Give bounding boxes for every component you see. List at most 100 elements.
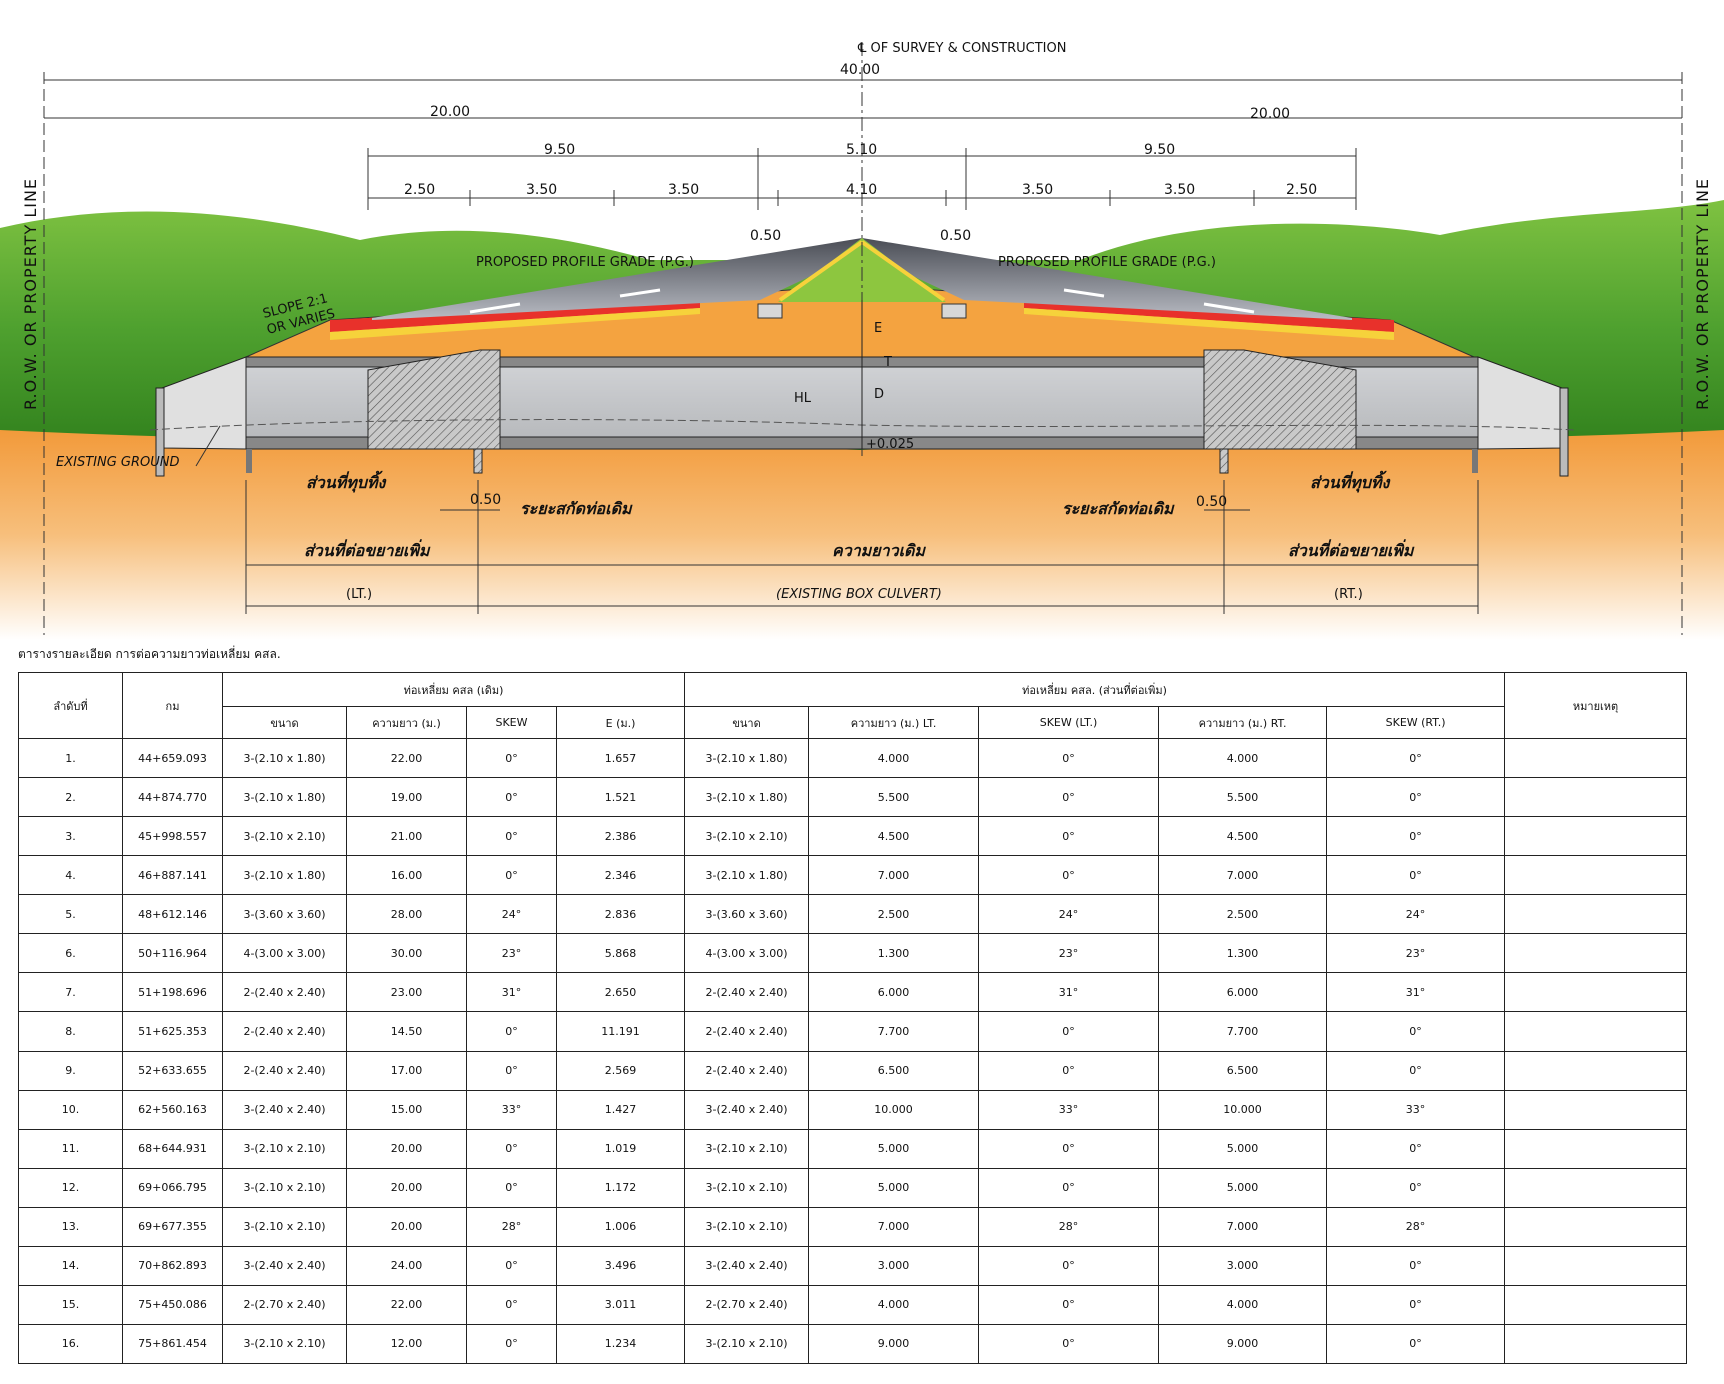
cell-e: 1.521 <box>555 777 686 818</box>
cell-e: 3.011 <box>555 1284 686 1325</box>
cell-skew-lt: 0° <box>978 855 1160 896</box>
cell-length: 21.00 <box>346 816 467 857</box>
cell-skew-lt: 0° <box>978 737 1160 779</box>
cell-km: 52+633.655 <box>122 1050 223 1091</box>
cell-no: 12. <box>18 1167 123 1208</box>
cell-no: 11. <box>18 1128 123 1169</box>
cell-length: 28.00 <box>346 894 467 935</box>
cell-size-ext: 3-(2.10 x 2.10) <box>684 816 810 857</box>
dim-2-50-right: 2.50 <box>1286 182 1317 198</box>
existing-box-culvert-label: (EXISTING BOX CULVERT) <box>776 587 942 602</box>
cell-skew-rt: 0° <box>1326 737 1506 779</box>
cell-length-lt: 7.000 <box>808 1206 980 1247</box>
cell-km: 62+560.163 <box>122 1089 223 1130</box>
cell-length-rt: 9.000 <box>1158 1323 1328 1365</box>
cell-size-ext: 2-(2.70 x 2.40) <box>684 1284 810 1325</box>
existing-ground-label: EXISTING GROUND <box>56 455 180 470</box>
cell-skew: 0° <box>466 777 557 818</box>
cell-skew: 0° <box>466 1011 557 1052</box>
cell-length-rt: 3.000 <box>1158 1245 1328 1286</box>
cell-size-ext: 3-(2.10 x 2.10) <box>684 1167 810 1208</box>
cell-length-lt: 4.000 <box>808 1284 980 1325</box>
cell-skew-rt: 0° <box>1326 1128 1506 1169</box>
cell-skew-lt: 31° <box>978 972 1160 1013</box>
profile-grade-left: PROPOSED PROFILE GRADE (P.G.) <box>476 255 694 270</box>
cell-length-lt: 6.500 <box>808 1050 980 1091</box>
lt-label: (LT.) <box>346 587 372 602</box>
col-header-no: ลำดับที่ <box>18 672 123 739</box>
cell-length-lt: 7.000 <box>808 855 980 896</box>
col-header-skew-lt: SKEW (LT.) <box>978 706 1160 739</box>
cell-km: 44+874.770 <box>122 777 223 818</box>
cell-no: 7. <box>18 972 123 1013</box>
cell-size-ext: 2-(2.40 x 2.40) <box>684 1011 810 1052</box>
cell-length-rt: 4.000 <box>1158 1284 1328 1325</box>
label-0025: +0.025 <box>866 437 914 452</box>
cell-skew-rt: 0° <box>1326 777 1506 818</box>
cell-skew-rt: 0° <box>1326 816 1506 857</box>
dim-0-50-left: 0.50 <box>750 228 781 244</box>
row-line-label-right: R.O.W. OR PROPERTY LINE <box>1693 178 1712 410</box>
cell-skew-rt: 28° <box>1326 1206 1506 1247</box>
cell-remark <box>1504 1323 1688 1365</box>
cell-remark <box>1504 1245 1688 1286</box>
cell-skew-lt: 0° <box>978 816 1160 857</box>
cell-length: 22.00 <box>346 1284 467 1325</box>
cell-skew-rt: 31° <box>1326 972 1506 1013</box>
dim-40: 40.00 <box>840 62 880 78</box>
cell-skew-lt: 24° <box>978 894 1160 935</box>
cell-length: 19.00 <box>346 777 467 818</box>
cell-e: 1.234 <box>555 1323 686 1365</box>
cell-skew-lt: 0° <box>978 1167 1160 1208</box>
cell-size: 2-(2.40 x 2.40) <box>222 1050 347 1091</box>
col-header-e: E (ม.) <box>555 706 686 739</box>
dim-0-50-right: 0.50 <box>940 228 971 244</box>
culvert-extension-table: ลำดับที่ กม ท่อเหลี่ยม คสล (เดิม) ท่อเหล… <box>18 672 1688 1365</box>
cell-length: 23.00 <box>346 972 467 1013</box>
dim-20-left: 20.00 <box>430 104 470 120</box>
cell-skew-lt: 0° <box>978 1050 1160 1091</box>
cell-remark <box>1504 777 1688 818</box>
dim-0-50-bottom-right: 0.50 <box>1196 494 1227 510</box>
cell-size: 2-(2.70 x 2.40) <box>222 1284 347 1325</box>
cut-label-left: ระยะสกัดท่อเดิม <box>520 499 633 518</box>
cell-no: 8. <box>18 1011 123 1052</box>
cell-remark <box>1504 894 1688 935</box>
cell-e: 5.868 <box>555 933 686 974</box>
cell-size: 3-(3.60 x 3.60) <box>222 894 347 935</box>
cell-length: 20.00 <box>346 1206 467 1247</box>
cell-skew-rt: 23° <box>1326 933 1506 974</box>
cell-size-ext: 4-(3.00 x 3.00) <box>684 933 810 974</box>
cell-size-ext: 3-(2.40 x 2.40) <box>684 1089 810 1130</box>
group-header-extension: ท่อเหลี่ยม คสล. (ส่วนที่ต่อเพิ่ม) <box>684 672 1506 707</box>
cell-length: 15.00 <box>346 1089 467 1130</box>
demolish-label-right: ส่วนที่ทุบทิ้ง <box>1310 470 1390 493</box>
cell-skew-rt: 0° <box>1326 1050 1506 1091</box>
cell-remark <box>1504 933 1688 974</box>
cell-no: 6. <box>18 933 123 974</box>
col-header-km: กม <box>122 672 223 739</box>
rt-label: (RT.) <box>1334 587 1363 602</box>
cell-length: 30.00 <box>346 933 467 974</box>
cell-km: 44+659.093 <box>122 737 223 779</box>
cell-e: 2.386 <box>555 816 686 857</box>
cell-skew-lt: 28° <box>978 1206 1160 1247</box>
cell-length-lt: 4.000 <box>808 737 980 779</box>
cell-size: 3-(2.10 x 1.80) <box>222 737 347 779</box>
label-d: D <box>874 387 884 402</box>
cell-no: 16. <box>18 1323 123 1365</box>
cell-skew: 0° <box>466 737 557 779</box>
col-header-length-lt: ความยาว (ม.) LT. <box>808 706 980 739</box>
cell-length-rt: 5.500 <box>1158 777 1328 818</box>
cell-remark <box>1504 1206 1688 1247</box>
cell-length-rt: 7.000 <box>1158 855 1328 896</box>
cell-length-lt: 5.500 <box>808 777 980 818</box>
cell-km: 45+998.557 <box>122 816 223 857</box>
cell-length: 12.00 <box>346 1323 467 1365</box>
cell-skew: 0° <box>466 1323 557 1365</box>
